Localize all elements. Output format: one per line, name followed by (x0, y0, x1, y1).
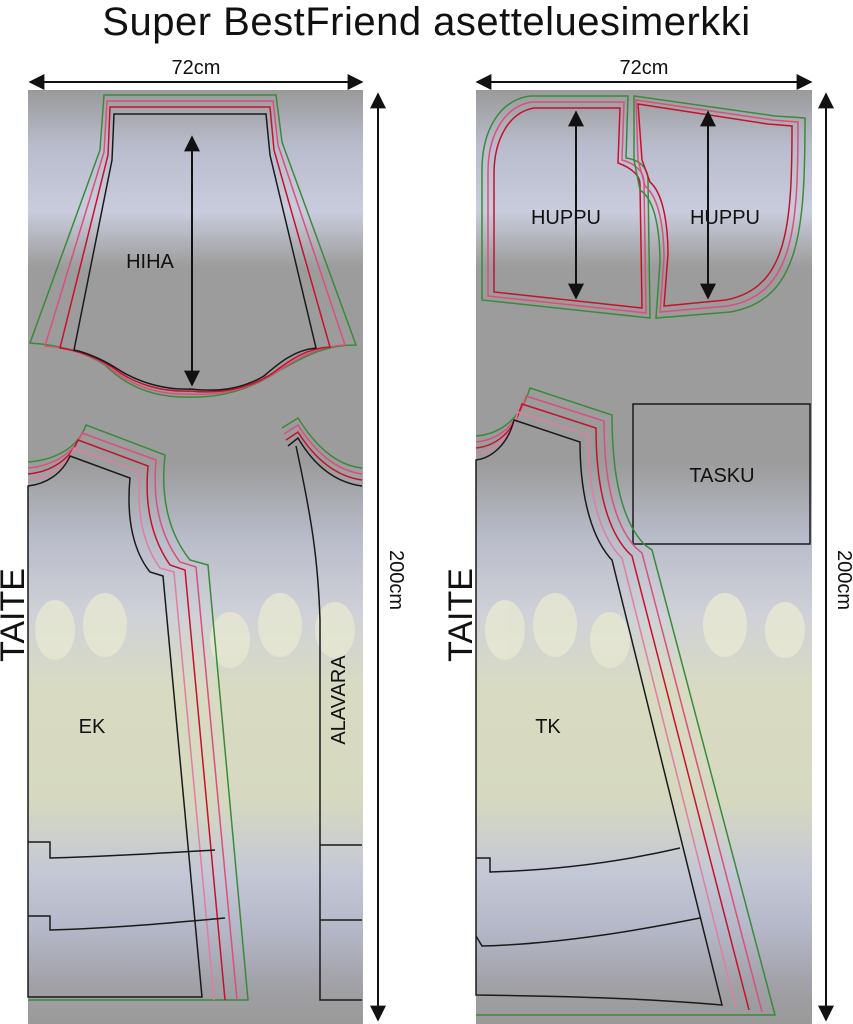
flower-decoration-right (485, 593, 805, 668)
fabric-left (28, 90, 363, 1024)
right-panel: 72cm 200cm TAITE HUPPU HUPPU TASKU (442, 57, 853, 1024)
piece-label-back: TK (535, 716, 561, 738)
pocket-piece (632, 403, 811, 545)
back-piece (475, 387, 776, 1016)
height-label: 200cm (385, 550, 407, 610)
piece-label-hood-2: HUPPU (690, 207, 760, 229)
piece-label-front: EK (79, 716, 106, 738)
front-piece (27, 424, 249, 1001)
width-label: 72cm (620, 57, 669, 79)
height-label: 200cm (833, 550, 853, 610)
hem-band-piece (281, 416, 363, 1001)
piece-label-pocket: TASKU (689, 465, 754, 487)
fold-label: TAITE (442, 568, 480, 662)
width-label: 72cm (172, 57, 221, 79)
flower-decoration-left (35, 593, 355, 668)
fold-label: TAITE (0, 568, 32, 662)
page-title: Super BestFriend asetteluesimerkki (102, 0, 751, 44)
piece-label-hem-band: ALAVARA (328, 655, 350, 745)
hood-piece-right (633, 95, 806, 319)
piece-label-hood-1: HUPPU (531, 207, 601, 229)
fabric-right (476, 90, 812, 1024)
piece-label-sleeve: HIHA (126, 251, 174, 273)
sleeve-piece (28, 94, 358, 398)
left-panel: 72cm 200cm TAITE HIHA EK (0, 57, 407, 1024)
